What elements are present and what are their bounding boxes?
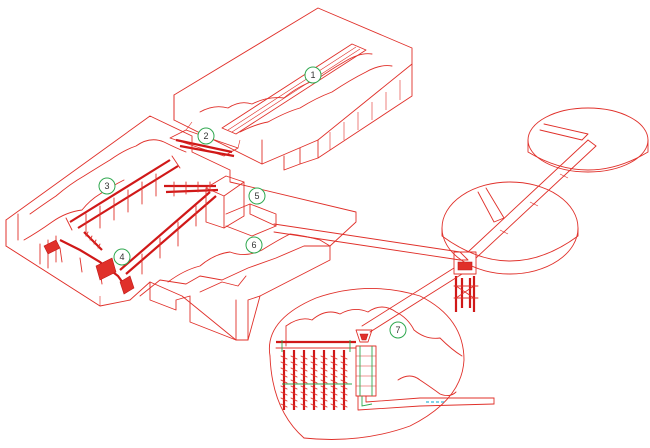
pile-racks	[275, 340, 357, 410]
circular-store-upper	[527, 107, 649, 173]
callout-2-label: 2	[203, 131, 208, 141]
pile-ribs	[330, 355, 338, 408]
building-1	[173, 7, 413, 171]
callouts: 1 2 3 4 5 6 7	[98, 66, 407, 339]
callout-3: 3	[98, 177, 116, 195]
building-5	[205, 175, 277, 237]
callout-2: 2	[197, 127, 215, 145]
callout-4-label: 4	[119, 252, 124, 262]
callout-1-label: 1	[310, 70, 315, 80]
pile-ribs	[280, 355, 288, 408]
callout-6: 6	[245, 236, 263, 254]
building-6	[167, 233, 331, 293]
conveyor-2	[169, 121, 241, 158]
conveyor-5-to-tower	[273, 223, 469, 261]
conveyor-tower-to-stores	[467, 139, 597, 259]
callout-4: 4	[113, 248, 131, 266]
callout-1: 1	[304, 66, 322, 84]
callout-5-label: 5	[254, 191, 259, 201]
callout-5: 5	[248, 187, 266, 205]
hall-equipment	[39, 155, 219, 295]
callout-3-label: 3	[104, 181, 109, 191]
pile-ribs	[300, 355, 308, 408]
callout-7: 7	[389, 321, 407, 339]
pile-ribs	[320, 355, 328, 408]
transfer-tower	[453, 251, 479, 312]
circular-store-lower	[441, 181, 579, 275]
pile-ribs	[340, 355, 348, 408]
tank-area-7	[268, 288, 495, 440]
callout-7-label: 7	[395, 325, 400, 335]
pile-ribs	[310, 355, 318, 408]
conveyor-tower-to-7	[361, 267, 463, 333]
pile-ribs	[290, 355, 298, 408]
building-3	[5, 115, 357, 341]
callout-6-label: 6	[251, 240, 256, 250]
